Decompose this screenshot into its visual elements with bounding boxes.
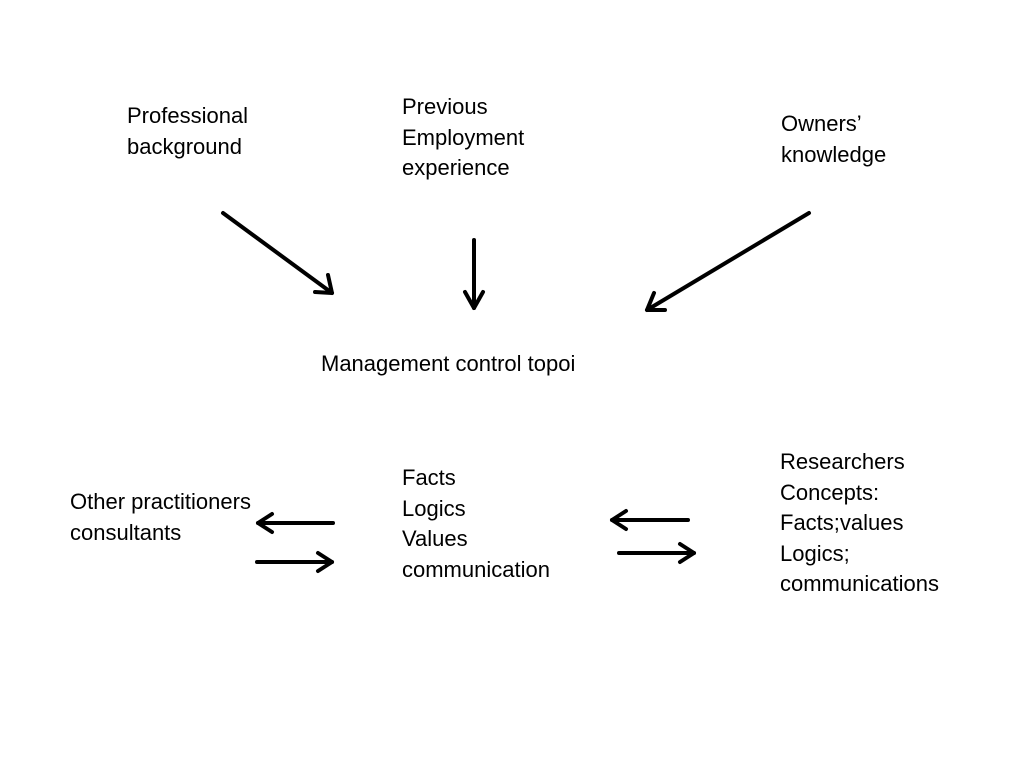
node-line: Logics: [402, 495, 466, 521]
arrow-owners-to-topoi: [645, 211, 811, 312]
node-line: communications: [780, 571, 939, 596]
node-line: Facts;values: [780, 510, 904, 535]
node-line: Concepts:: [780, 479, 880, 505]
arrow-topoi-to-practitioners: [256, 512, 335, 534]
node-line: Values: [402, 526, 468, 551]
node-line: Management control topoi: [321, 351, 576, 376]
node-line: Researchers: [780, 449, 905, 474]
node-owners-knowledge: Owners’ knowledge: [781, 109, 886, 170]
node-line: Employment: [402, 124, 525, 150]
node-line: Logics;: [780, 540, 850, 566]
node-line: Previous: [402, 94, 488, 119]
node-line: Facts: [402, 465, 456, 490]
node-center-items: Facts Logics Values communication: [402, 463, 550, 585]
arrow-professional-to-topoi: [221, 211, 334, 295]
node-line: experience: [402, 155, 510, 180]
node-professional-background: Professional background: [127, 101, 248, 162]
node-line: consultants: [70, 519, 182, 545]
arrow-researchers-to-topoi: [610, 509, 690, 531]
node-management-control-topoi: Management control topoi: [321, 349, 575, 380]
node-line: Other practitioners: [70, 489, 251, 514]
node-line: Professional: [127, 103, 249, 128]
arrow-topoi-to-researchers: [617, 542, 696, 564]
node-line: Owners’: [781, 111, 862, 136]
node-researchers: Researchers Concepts: Facts;values Logic…: [780, 447, 939, 600]
node-line: knowledge: [781, 141, 887, 167]
node-other-practitioners: Other practitioners consultants: [70, 487, 251, 548]
node-line: background: [127, 133, 242, 159]
node-line: communication: [402, 556, 550, 582]
node-previous-employment: Previous Employment experience: [402, 92, 524, 184]
arrow-practitioners-to-topoi: [255, 551, 334, 573]
arrow-employment-to-topoi: [463, 238, 485, 310]
